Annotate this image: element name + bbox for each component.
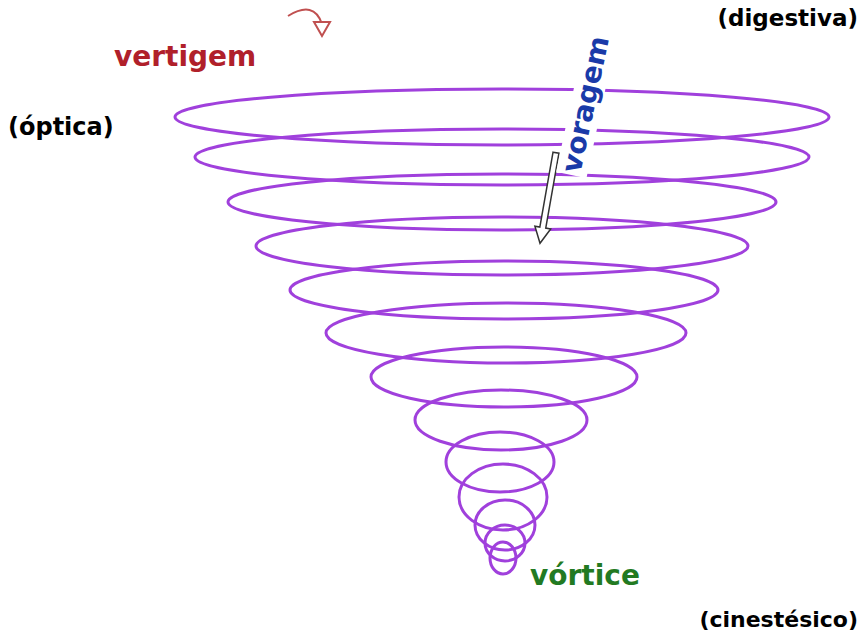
ring [415, 390, 587, 450]
term-label: vórtice [530, 561, 640, 592]
note-label: (cinestésico) [699, 608, 858, 632]
ring [326, 303, 686, 363]
ring [175, 89, 829, 145]
ring [195, 129, 809, 185]
note-label: (óptica) [8, 114, 114, 140]
spiral-rings [175, 89, 829, 574]
ring [290, 261, 718, 319]
ring [256, 217, 748, 275]
ring [490, 542, 516, 574]
term-label: vertigem [114, 42, 256, 73]
curved-arrow-head [314, 22, 330, 36]
term-label: voragem [556, 30, 616, 178]
ring [228, 174, 776, 230]
note-label: (digestiva) [717, 6, 858, 31]
ring [371, 347, 637, 407]
curved-arrow [288, 10, 330, 36]
